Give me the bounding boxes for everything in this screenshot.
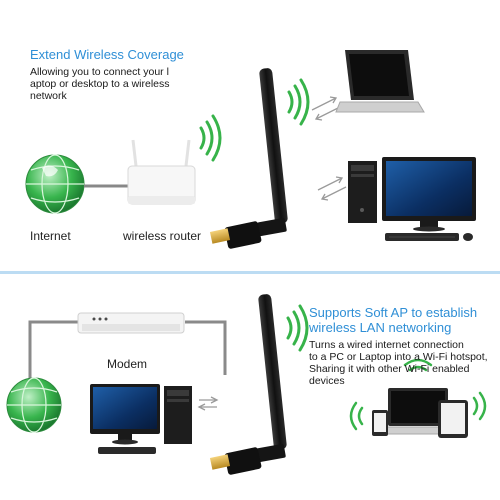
keyboard-icon (98, 447, 156, 454)
modem-label: Modem (107, 357, 148, 371)
monitor-icon (90, 384, 160, 445)
internet-label: Internet (30, 229, 71, 243)
wifi-signal-icon (286, 304, 309, 352)
phone-icon (372, 410, 388, 436)
wifi-signal-icon (199, 114, 222, 162)
usb-wifi-adapter (209, 294, 287, 475)
monitor-icon (382, 157, 476, 232)
globe-icon (25, 154, 85, 214)
bottom-section-title: wireless LAN networking (309, 320, 452, 335)
shared-laptop-icon (377, 388, 459, 435)
desktop-tower-icon (348, 161, 377, 223)
bottom-description-line: Sharing it with other Wi-Fi enabled (309, 363, 470, 375)
top-description-line: Allowing you to connect your l (30, 66, 169, 78)
globe-icon (6, 377, 62, 433)
bottom-section-title: Supports Soft AP to establish (309, 305, 478, 320)
arrow-icon (197, 396, 219, 411)
laptop-icon (335, 50, 425, 113)
arrow-icon (311, 96, 341, 121)
mouse-icon (463, 233, 473, 241)
bottom-description-line: Turns a wired internet connection (309, 339, 464, 351)
router-icon (127, 139, 196, 205)
top-section-title: Extend Wireless Coverage (30, 47, 184, 62)
section-divider (0, 271, 500, 274)
bottom-description-line: devices (309, 375, 345, 387)
usb-wifi-adapter (209, 68, 288, 249)
wifi-signal-icon (349, 358, 487, 431)
modem-icon (77, 312, 185, 334)
top-description-line: aptop or desktop to a wireless (30, 78, 170, 90)
wifi-signal-icon (287, 78, 310, 126)
router-label: wireless router (123, 229, 202, 243)
arrow-icon (317, 176, 347, 201)
keyboard-icon (385, 233, 459, 241)
network-cable (28, 320, 227, 385)
bottom-description-line: to a PC or Laptop into a Wi-Fi hotspot, (309, 351, 488, 363)
top-description-line: network (30, 90, 67, 102)
tablet-icon (438, 400, 468, 438)
desktop-tower-icon (164, 386, 192, 444)
